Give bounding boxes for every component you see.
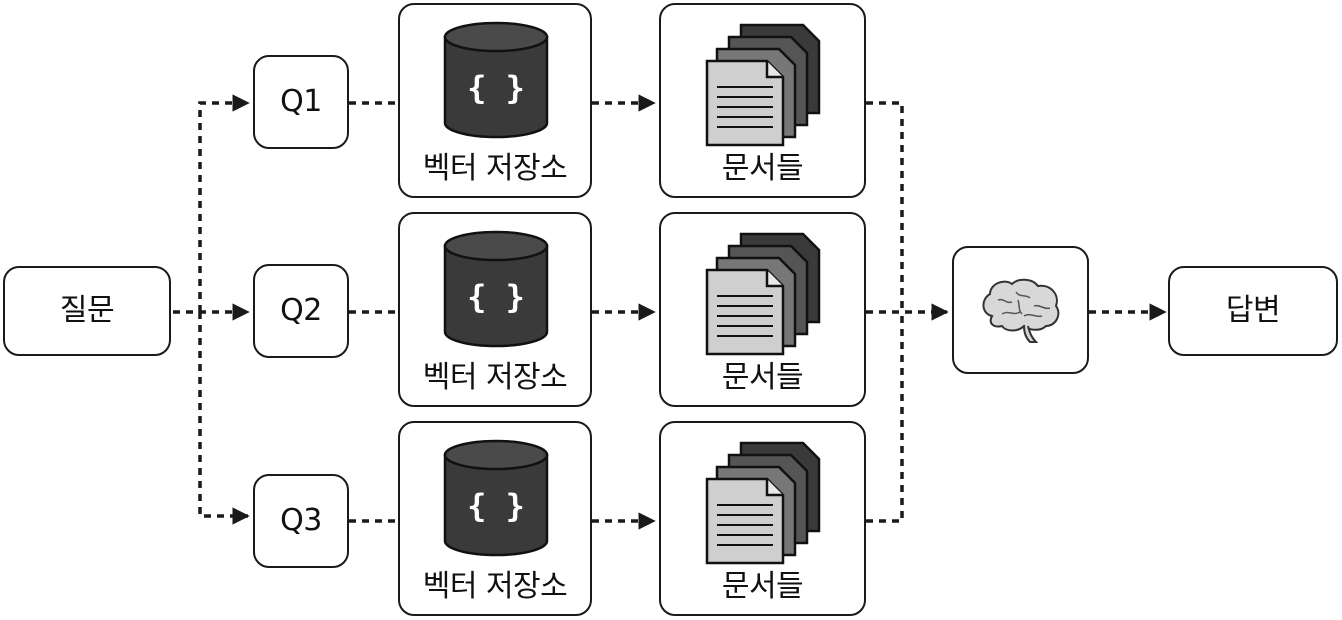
query-label-1: Q1 <box>280 84 322 119</box>
store-glyph-1: { } <box>467 69 525 107</box>
vector-store-node-1: { } 벡터 저장소 <box>398 3 592 198</box>
vector-store-node-2: { } 벡터 저장소 <box>398 212 592 407</box>
query-label-2: Q2 <box>280 293 322 328</box>
documents-stack-icon <box>705 441 821 565</box>
llm-node <box>952 246 1089 374</box>
store-label-1: 벡터 저장소 <box>422 151 568 186</box>
documents-label-3: 문서들 <box>721 569 804 604</box>
answer-node: 답변 <box>1168 266 1338 356</box>
answer-label: 답변 <box>1225 293 1281 328</box>
edge-docs3-llm <box>866 312 904 523</box>
store-glyph-3: { } <box>467 487 525 525</box>
vector-store-node-3: { } 벡터 저장소 <box>398 421 592 616</box>
documents-stack-icon <box>705 232 821 356</box>
question-label: 질문 <box>59 293 115 328</box>
edge-docs1-llm <box>866 101 904 312</box>
documents-node-2: 문서들 <box>659 212 866 407</box>
documents-node-3: 문서들 <box>659 421 866 616</box>
store-label-3: 벡터 저장소 <box>422 569 568 604</box>
documents-label-1: 문서들 <box>721 151 804 186</box>
documents-label-2: 문서들 <box>721 360 804 395</box>
store-label-2: 벡터 저장소 <box>422 360 568 395</box>
brain-icon <box>982 278 1060 343</box>
documents-node-1: 문서들 <box>659 3 866 198</box>
query-label-3: Q3 <box>280 503 322 538</box>
database-icon: { } <box>443 21 549 139</box>
query-node-3: Q3 <box>253 474 349 568</box>
documents-stack-icon <box>705 23 821 147</box>
query-node-1: Q1 <box>253 55 349 149</box>
database-icon: { } <box>443 439 549 557</box>
database-icon: { } <box>443 230 549 348</box>
question-node: 질문 <box>3 266 171 356</box>
query-node-2: Q2 <box>253 264 349 358</box>
edge-question-q1 <box>198 94 250 312</box>
store-glyph-2: { } <box>467 278 525 316</box>
edge-question-q3 <box>198 312 250 525</box>
